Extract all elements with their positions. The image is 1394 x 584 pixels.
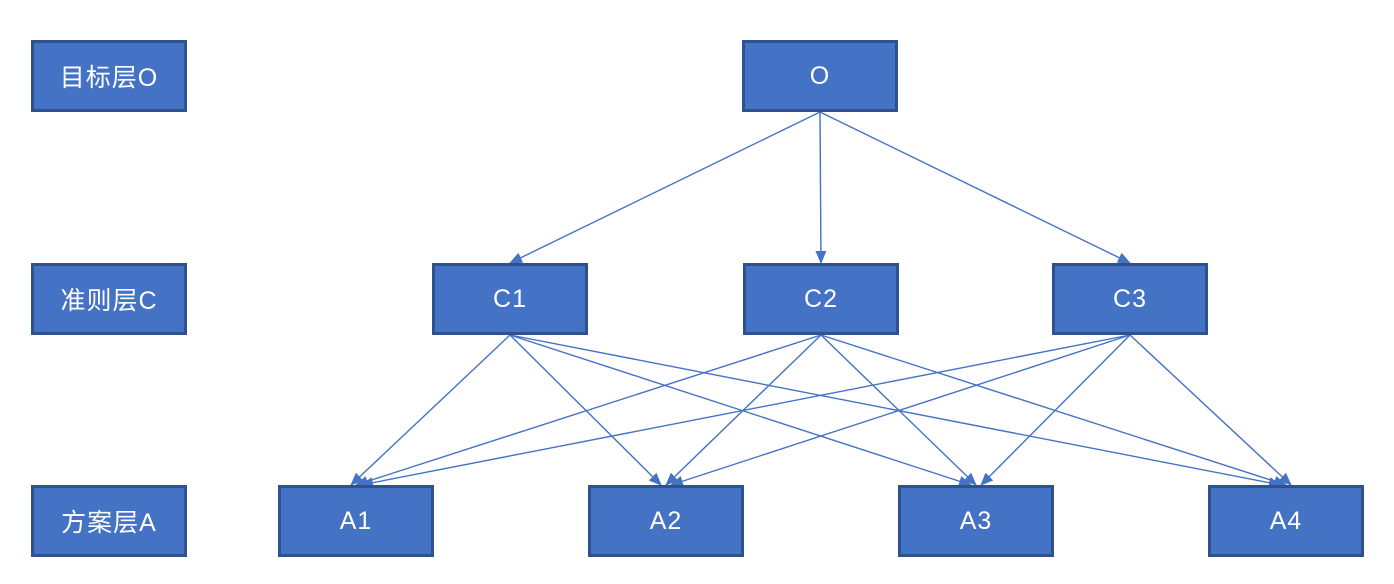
node-C1: C1	[432, 263, 588, 335]
row-label-criteria: 准则层C	[31, 263, 187, 335]
edge-C1-A3	[509, 334, 972, 487]
node-O: O	[742, 40, 898, 112]
edge-C3-A4	[1129, 334, 1292, 486]
node-C2: C2	[743, 263, 899, 335]
edge-C1-A4	[509, 334, 1282, 489]
edge-C1-A1	[350, 334, 511, 486]
node-A3: A3	[898, 485, 1054, 557]
node-C3: C3	[1052, 263, 1208, 335]
node-A1: A1	[278, 485, 434, 557]
edge-C1-A2	[509, 334, 662, 486]
node-A4: A4	[1208, 485, 1364, 557]
edge-O-C1	[509, 111, 821, 264]
edge-C3-A1	[360, 334, 1131, 489]
row-label-goal: 目标层O	[31, 40, 187, 112]
edge-O-C3	[819, 111, 1131, 264]
node-A2: A2	[588, 485, 744, 557]
edge-C2-A1	[355, 334, 822, 487]
edge-C2-A4	[820, 334, 1287, 487]
edge-C3-A3	[980, 334, 1131, 486]
edge-C3-A2	[670, 334, 1131, 487]
edge-O-C2	[815, 111, 827, 264]
row-label-alternative: 方案层A	[31, 485, 187, 557]
